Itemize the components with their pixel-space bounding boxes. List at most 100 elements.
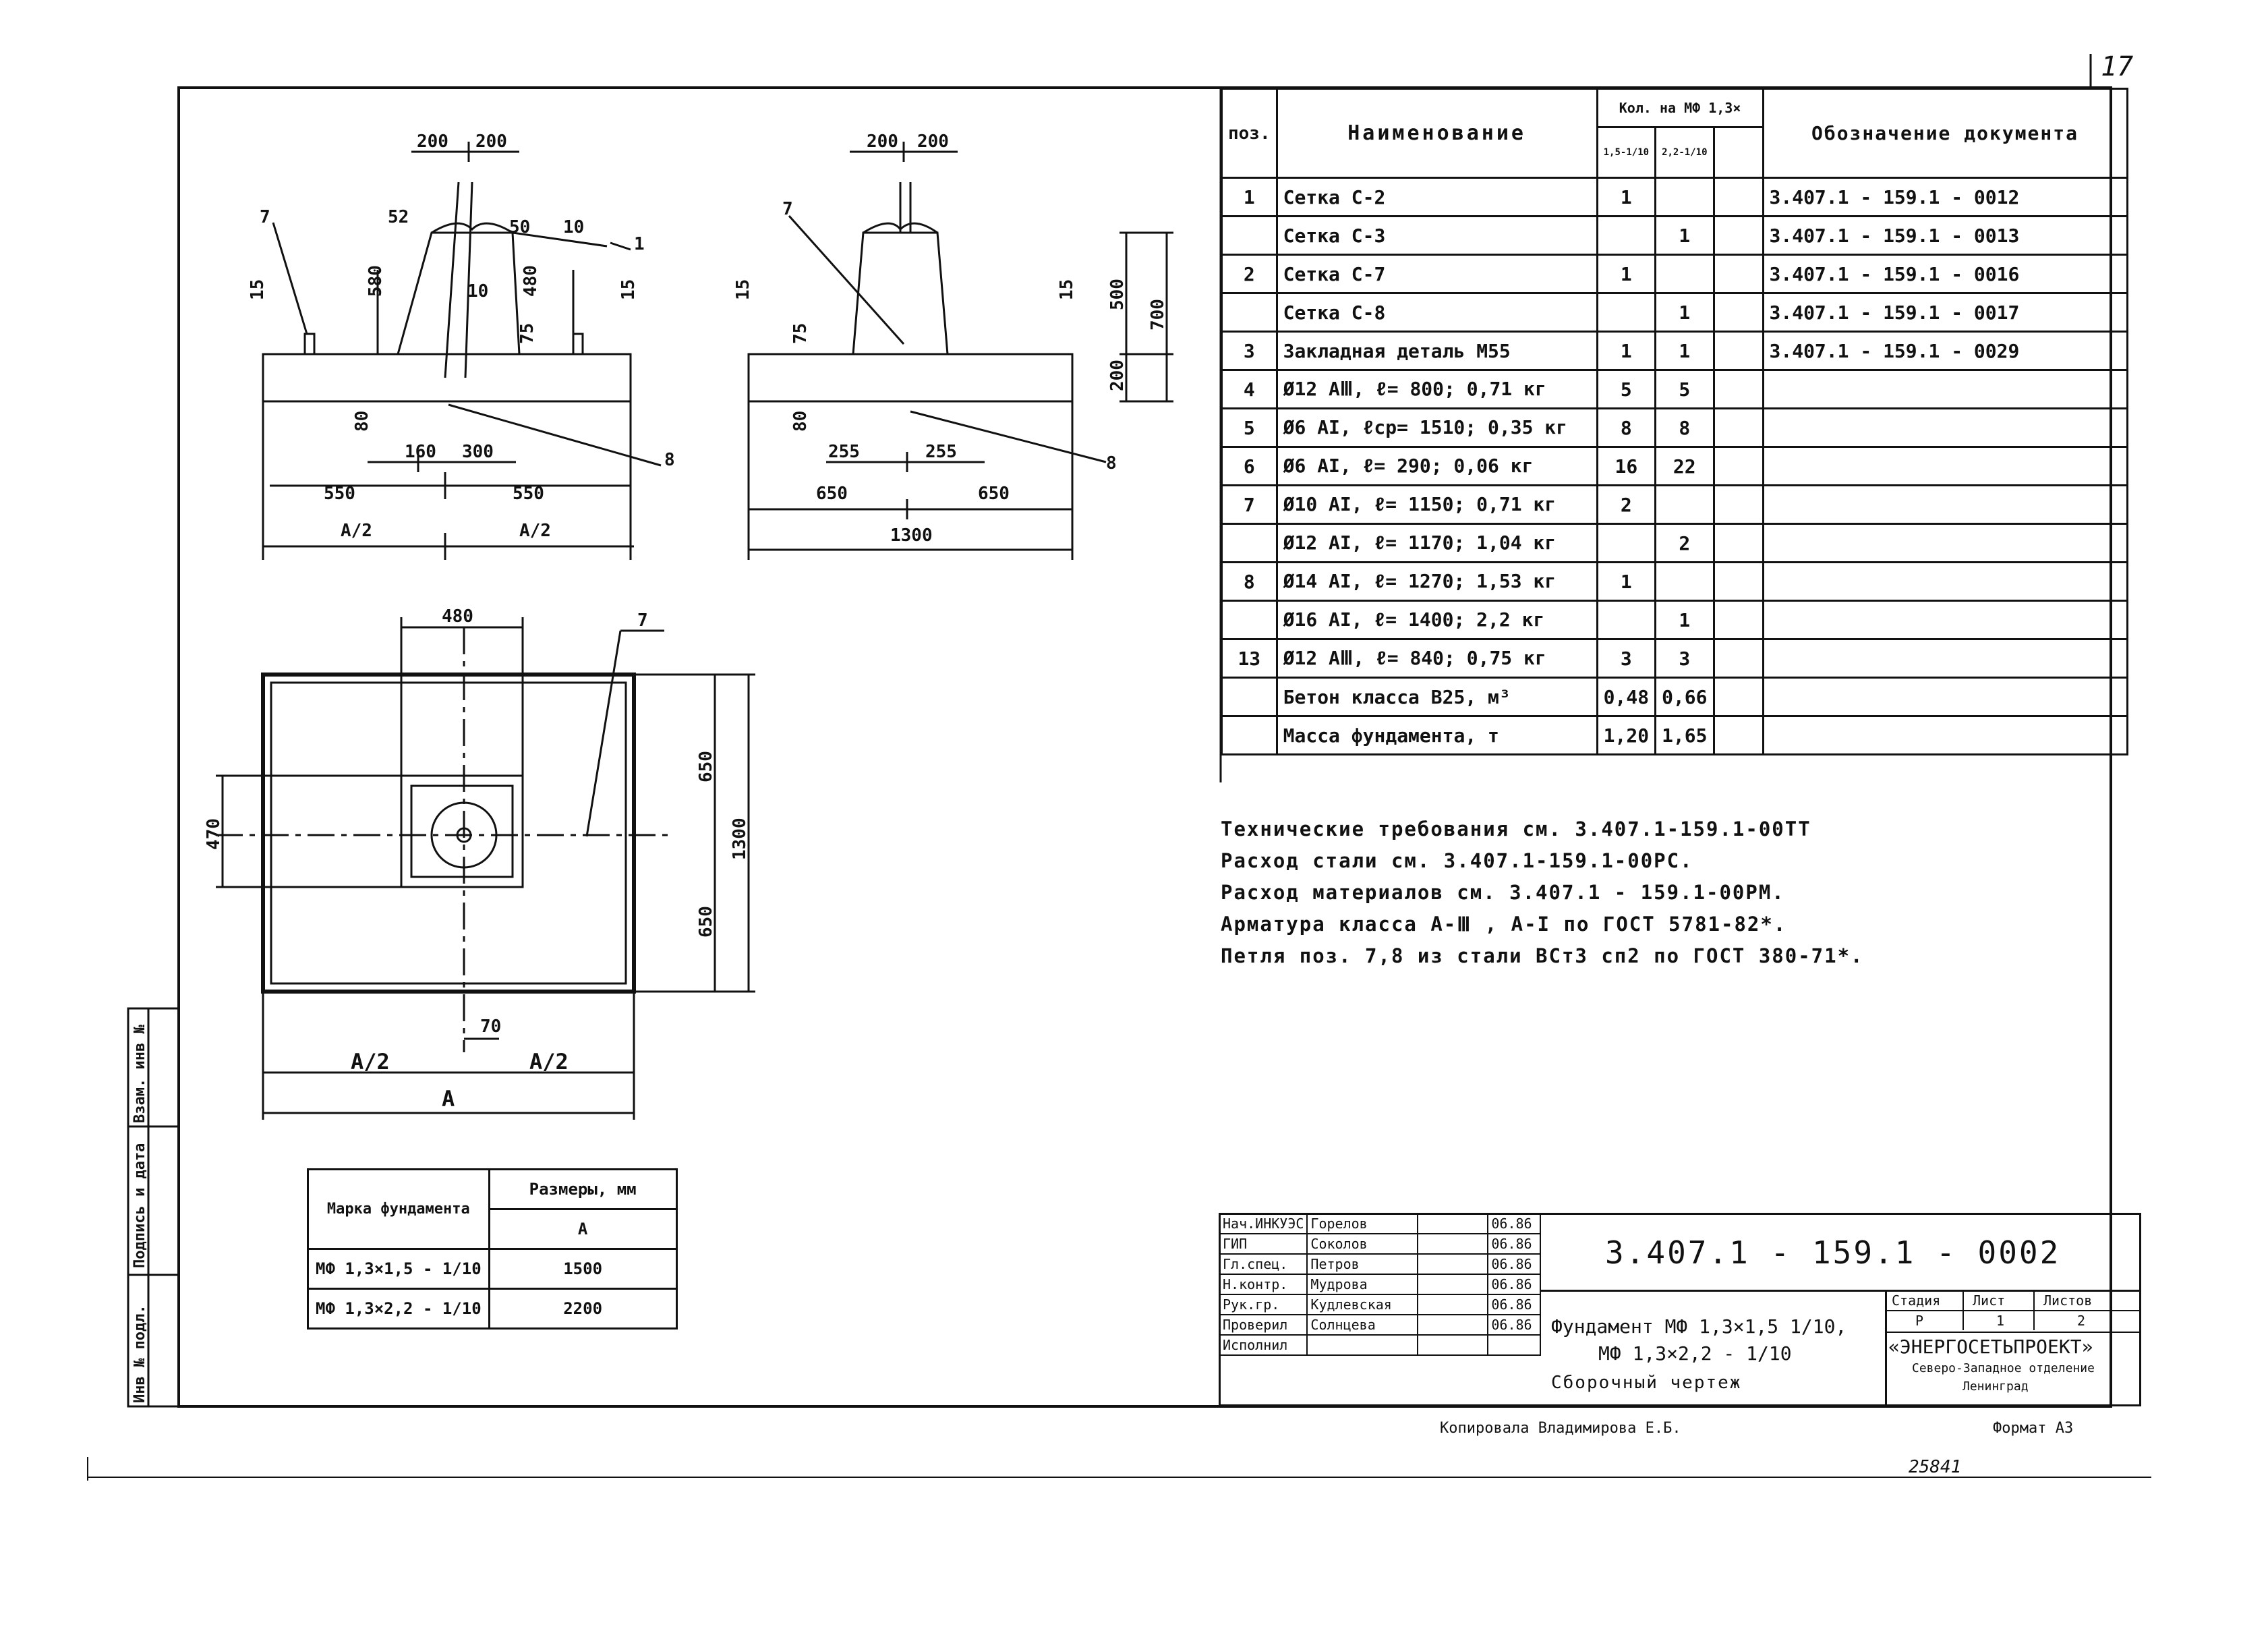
spec-cell-q1 [1596,600,1657,640]
side-dim-15r: 15 [1057,279,1077,300]
side-stamp-vzam: Взам. инв № [132,1025,148,1123]
role-name-cell: Соколов [1306,1233,1418,1255]
role-cell: ГИП [1218,1233,1308,1255]
front-half-b: A/2 [519,521,551,541]
side-dim-200: 200 [1107,360,1128,391]
role-date-cell: 06.86 [1487,1253,1541,1275]
role-date-cell: 06.86 [1487,1314,1541,1336]
plan-dim-650b: 650 [696,906,716,938]
marks-cell-mark: МФ 1,3×2,2 - 1/10 [307,1288,490,1330]
spec-header-qty: Кол. на МФ 1,3× [1596,88,1764,128]
spec-cell-q3 [1712,484,1764,525]
spec-cell-q2 [1654,561,1715,602]
spec-cell-name: Сетка С-2 [1275,177,1598,217]
spec-cell-name: Ø14 АI, ℓ= 1270; 1,53 кг [1275,561,1598,602]
doc-code: 3.407.1 - 159.1 - 0002 [1605,1234,2061,1271]
spec-cell-q1: 0,48 [1596,677,1657,717]
side-dim-650b: 650 [978,484,1010,504]
spec-cell-doc [1762,600,2128,640]
table-row: Исполнил [1218,1334,1541,1356]
front-half-a: A/2 [341,521,372,541]
spec-cell-q1: 1 [1596,177,1657,217]
spec-cell-doc [1762,638,2128,679]
spec-cell-q1: 16 [1596,446,1657,486]
spec-cell-pos: 1 [1221,177,1278,217]
role-date-cell: 06.86 [1487,1274,1541,1295]
stage-label: Стадия [1892,1292,1941,1309]
spec-cell-name: Ø12 АI, ℓ= 1170; 1,04 кг [1275,523,1598,563]
spec-cell-name: Бетон класса В25, м³ [1275,677,1598,717]
role-date-cell: 06.86 [1487,1233,1541,1255]
spec-cell-q1 [1596,523,1657,563]
spec-cell-pos: 8 [1221,561,1278,602]
spec-cell-q3 [1712,215,1764,256]
side-dim-top-2: 200 [917,132,949,152]
marks-cell-a: 1500 [488,1248,678,1290]
side-dim-700: 700 [1148,299,1168,331]
spec-header-qty2: 2,2-1/10 [1654,126,1715,179]
org-city: Ленинград [1962,1379,2029,1394]
sheets-value: 2 [2077,1313,2086,1329]
note-2: Расход стали см. 3.407.1-159.1-00РС. [1221,849,1693,872]
front-label-52: 52 [388,207,409,227]
spec-cell-q3 [1712,561,1764,602]
spec-cell-q1: 1 [1596,561,1657,602]
spec-cell-q3 [1712,254,1764,294]
plan-callout-7: 7 [637,610,648,631]
role-date-cell: 06.86 [1487,1213,1541,1234]
front-dim-550a: 550 [324,484,355,504]
org-name: «ЭНЕРГОСЕТЬПРОЕКТ» [1888,1336,2093,1358]
side-dim-1300: 1300 [890,525,933,546]
role-date-cell [1487,1334,1541,1356]
spec-cell-q3 [1712,292,1764,333]
marks-header-a: А [488,1208,678,1250]
spec-cell-pos [1221,715,1278,755]
spec-cell-doc [1762,484,2128,525]
spec-cell-pos: 2 [1221,254,1278,294]
bottom-note: 25841 [1909,1457,1962,1477]
spec-cell-q3 [1712,446,1764,486]
front-callout-7: 7 [260,207,270,227]
spec-cell-pos: 3 [1221,331,1278,371]
front-dim-300: 300 [462,442,494,462]
spec-cell-q3 [1712,523,1764,563]
front-label-10b: 10 [467,281,488,302]
plan-dim-650a: 650 [696,751,716,782]
sheet-label: Лист [1973,1292,2006,1309]
spec-header-doc: Обозначение документа [1762,88,2128,179]
doc-name-1: Фундамент МФ 1,3×1,5 1/10, [1551,1315,1847,1338]
side-stamp [127,1007,180,1408]
plan-dim-470: 470 [204,818,224,850]
spec-cell-q3 [1712,677,1764,717]
spec-cell-q1: 2 [1596,484,1657,525]
spec-cell-q1: 1 [1596,331,1657,371]
side-dim-255b: 255 [925,442,957,462]
marks-table: Марка фундамента Размеры, мм А МФ 1,3×1,… [307,1168,678,1330]
doc-name-2: МФ 1,3×2,2 - 1/10 [1598,1342,1792,1365]
page-number: 17 [2101,51,2133,82]
role-name-cell: Мудрова [1306,1274,1418,1295]
spec-cell-q2: 5 [1654,369,1715,409]
spec-cell-q3 [1712,638,1764,679]
side-callout-8: 8 [1106,453,1117,474]
spec-cell-doc: 3.407.1 - 159.1 - 0013 [1762,215,2128,256]
front-dim-15l: 15 [248,279,268,300]
spec-cell-name: Сетка С-3 [1275,215,1598,256]
signature-cell [1416,1334,1489,1356]
spec-cell-q2: 8 [1654,407,1715,448]
spec-cell-pos [1221,215,1278,256]
spec-cell-doc [1762,446,2128,486]
side-dim-top-1: 200 [867,132,898,152]
side-stamp-sign: Подпись и дата [132,1143,148,1268]
front-dim-580: 580 [366,265,386,297]
